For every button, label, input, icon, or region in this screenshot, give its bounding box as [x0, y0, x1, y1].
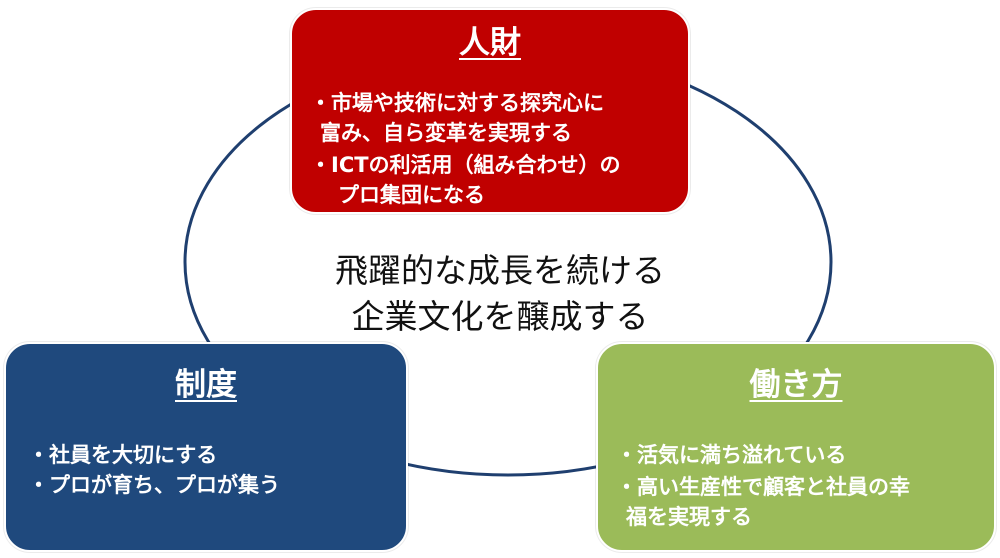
hatarakikata-bullet-2-line-1: ・高い生産性で顧客と社員の幸 — [616, 475, 910, 499]
hatarakikata-title: 働き方 — [749, 367, 843, 403]
jinzai-bullet-2-line-2: プロ集団になる — [338, 183, 485, 207]
hatarakikata-bullet-1: ・活気に満ち溢れている — [616, 443, 847, 467]
seido-title: 制度 — [175, 367, 237, 403]
center-line-1: 飛躍的な成長を続ける — [335, 251, 665, 290]
center-message: 飛躍的な成長を続ける 企業文化を醸成する — [300, 248, 700, 340]
hatarakikata-box: 働き方 ・活気に満ち溢れている ・高い生産性で顧客と社員の幸 福を実現する — [596, 342, 996, 552]
hatarakikata-bullet-2-line-2: 福を実現する — [626, 505, 752, 529]
jinzai-bullet-2-line-1: ・ICTの利活用（組み合わせ）の — [310, 153, 621, 177]
center-line-2: 企業文化を醸成する — [351, 297, 649, 336]
jinzai-bullet-1-line-2: 富み、自ら変革を実現する — [320, 121, 572, 145]
seido-bullet-2: ・プロが育ち、プロが集う — [28, 473, 280, 497]
jinzai-title: 人財 — [459, 25, 521, 61]
jinzai-bullet-1-line-1: ・市場や技術に対する探究心に — [310, 91, 604, 115]
seido-box: 制度 ・社員を大切にする ・プロが育ち、プロが集う — [4, 342, 408, 552]
seido-bullet-1: ・社員を大切にする — [28, 443, 218, 467]
jinzai-box: 人財 ・市場や技術に対する探究心に 富み、自ら変革を実現する ・ICTの利活用（… — [290, 8, 690, 214]
